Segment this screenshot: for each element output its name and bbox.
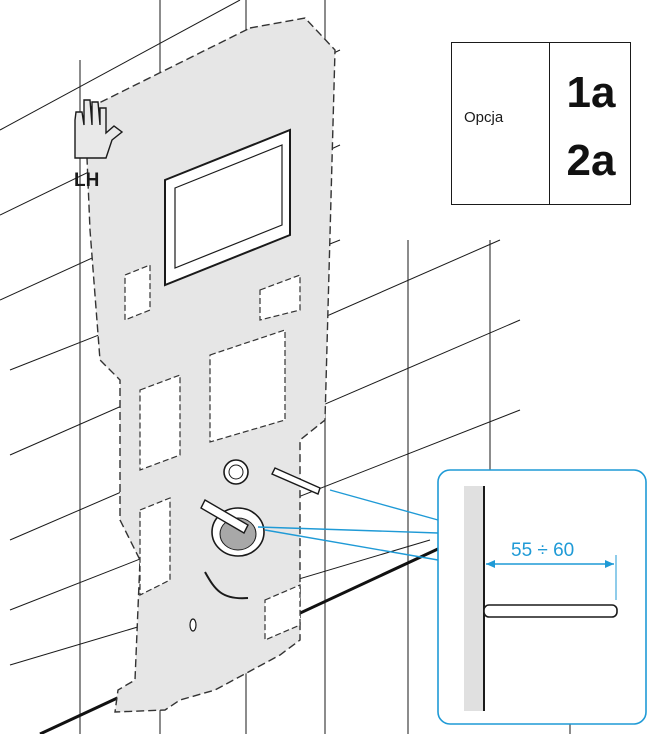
option-label: Opcja	[464, 109, 504, 126]
option-choice-2: 2a	[566, 136, 616, 185]
option-choice-1: 1a	[566, 68, 616, 117]
rod-section	[483, 604, 618, 618]
dimension-label: 55 ÷ 60	[511, 540, 575, 561]
callout-leaders	[257, 489, 439, 561]
cable	[204, 571, 249, 600]
connection-pipes	[189, 459, 321, 632]
detail-callout	[437, 469, 647, 725]
mounting-rod-left	[200, 499, 249, 534]
option-panel: Opcja 1a 2a	[451, 42, 631, 205]
hand-icon	[74, 99, 124, 159]
mounting-frame	[84, 17, 336, 713]
mounting-rod-right	[271, 467, 321, 495]
wall-section	[464, 486, 484, 711]
flush-plate	[164, 128, 291, 287]
hand-side-label: LH	[74, 170, 100, 191]
option-divider	[549, 43, 551, 204]
